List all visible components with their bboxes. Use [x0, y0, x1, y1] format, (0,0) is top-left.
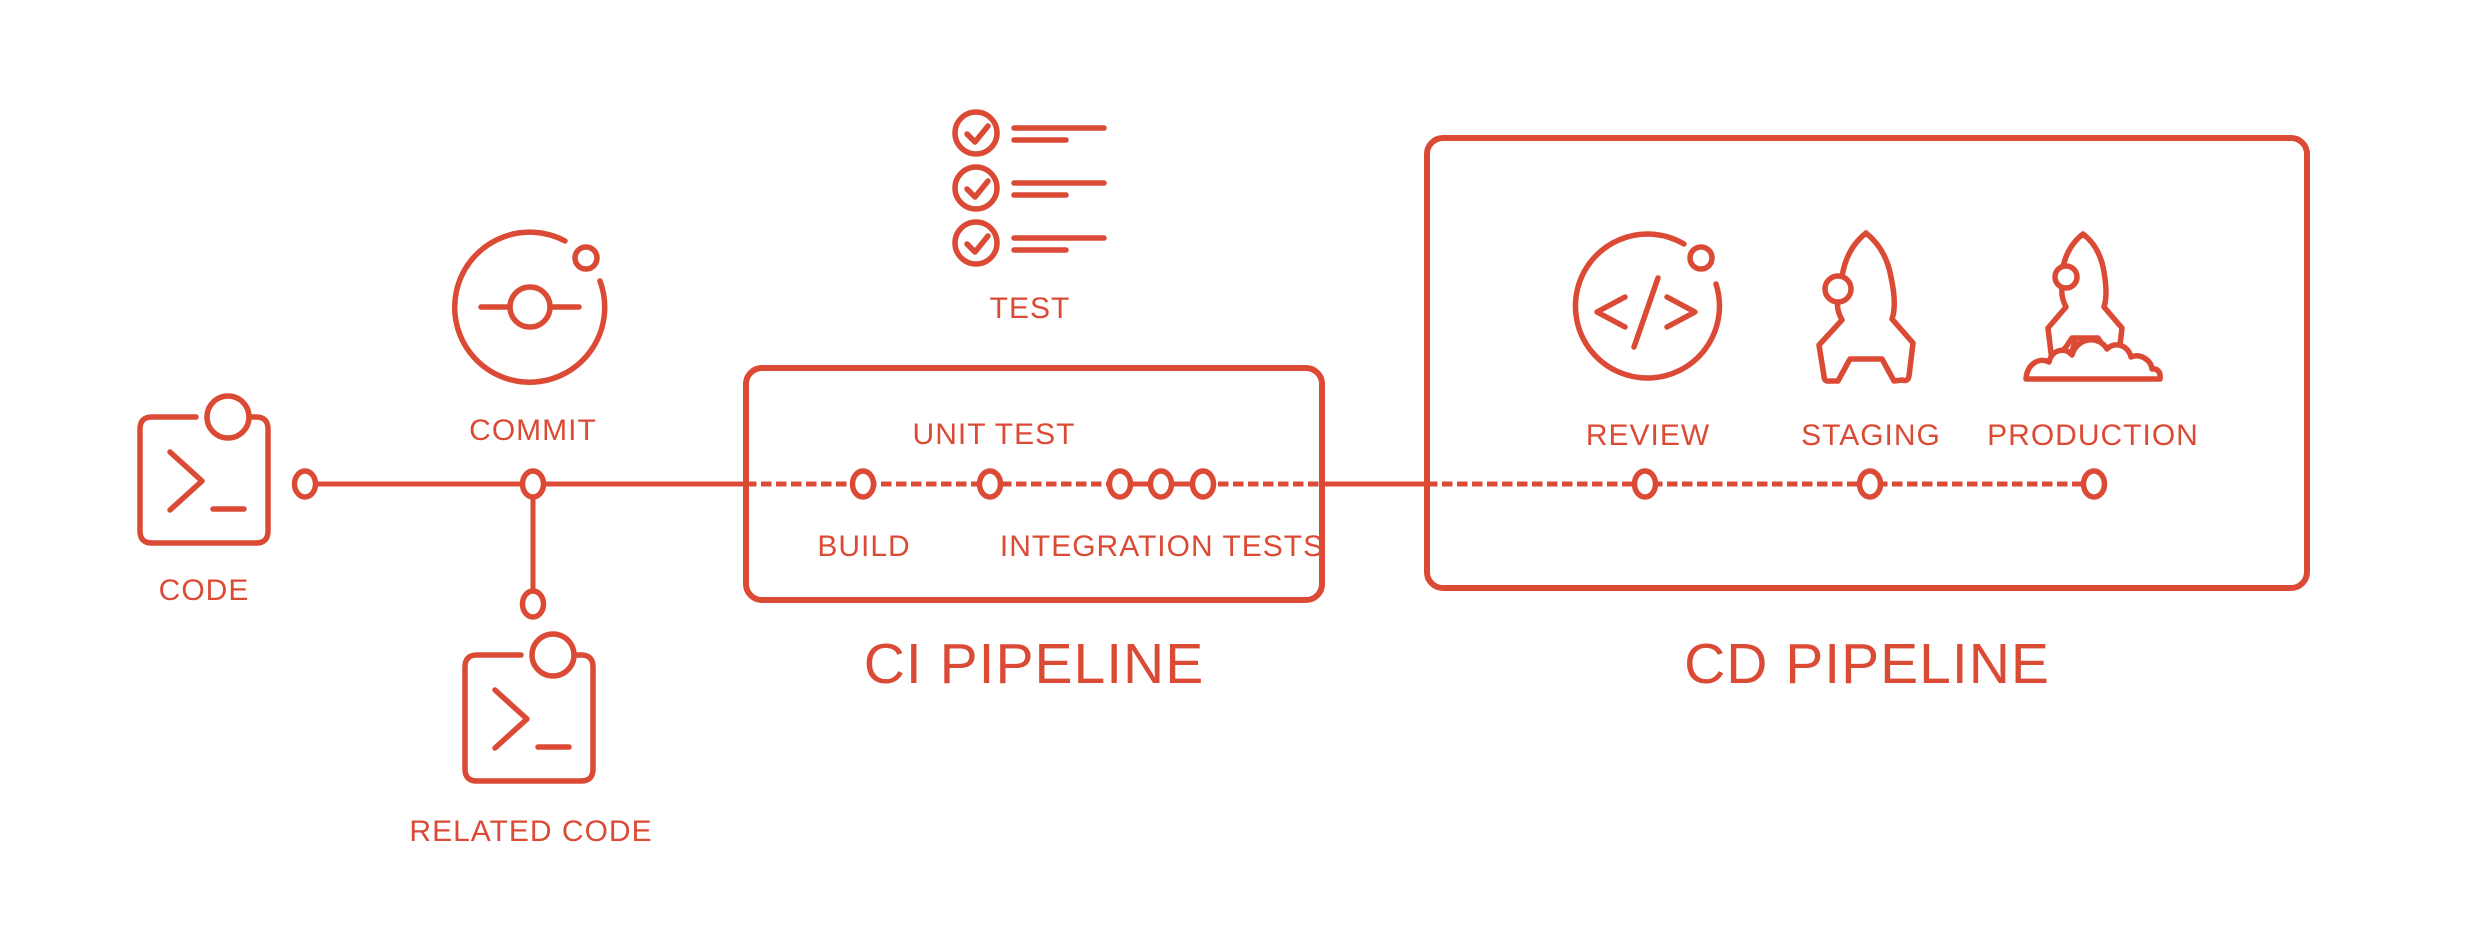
pipeline-nodes [291, 468, 2108, 620]
staging-label: STAGING [1801, 419, 1941, 452]
cd-pipeline-title: CD PIPELINE [1684, 632, 2050, 696]
node-code [291, 468, 319, 500]
rocket-window [1822, 273, 1854, 305]
node-review [1631, 468, 1659, 500]
pin-circle [204, 393, 252, 441]
commit-dot [507, 284, 553, 330]
prompt-chevron [492, 687, 530, 751]
node-integration-1 [1106, 468, 1134, 500]
related-code-terminal-icon [462, 631, 596, 784]
orbit-arc [452, 229, 608, 385]
integration-tests-label: INTEGRATION TESTS [999, 530, 1325, 563]
checkmark-icon [964, 178, 991, 200]
node-build [849, 468, 877, 500]
ci-pipeline-title: CI PIPELINE [863, 632, 1205, 696]
ci-pipeline-box [743, 365, 1325, 603]
node-production [2080, 468, 2108, 500]
commit-orbit-icon [452, 229, 608, 385]
prompt-chevron [167, 449, 205, 513]
node-unit-test [976, 468, 1004, 500]
node-integration-2 [1147, 468, 1175, 500]
unit-test-label: UNIT TEST [912, 418, 1076, 451]
test-checklist-icon [952, 109, 1107, 267]
node-commit [519, 468, 547, 500]
related-code-label: RELATED CODE [409, 815, 653, 848]
angle-bracket-left [1594, 294, 1628, 330]
node-integration-3 [1189, 468, 1217, 500]
test-label: TEST [989, 292, 1071, 325]
rocket-window [2052, 263, 2080, 291]
production-label: PRODUCTION [1987, 419, 2199, 452]
checkmark-icon [964, 233, 991, 255]
smoke-cloud [2023, 337, 2163, 382]
pin-circle [529, 631, 577, 679]
code-review-icon [1572, 231, 1723, 381]
node-staging [1856, 468, 1884, 500]
code-terminal-icon [137, 393, 271, 546]
production-rocket-launch-icon [2023, 231, 2163, 382]
orbit-arc [1572, 231, 1723, 381]
node-related-code [519, 588, 547, 620]
cd-pipeline-box [1424, 135, 2310, 591]
orbit-satellite-dot [572, 244, 600, 272]
staging-rocket-icon [1816, 230, 1916, 384]
review-label: REVIEW [1585, 419, 1711, 452]
build-label: BUILD [817, 530, 911, 563]
orbit-satellite-dot [1687, 244, 1715, 272]
commit-label: COMMIT [469, 414, 597, 447]
angle-bracket-right [1664, 294, 1698, 330]
slash [1631, 275, 1661, 350]
checkmark-icon [964, 123, 991, 145]
code-label: CODE [158, 574, 250, 607]
